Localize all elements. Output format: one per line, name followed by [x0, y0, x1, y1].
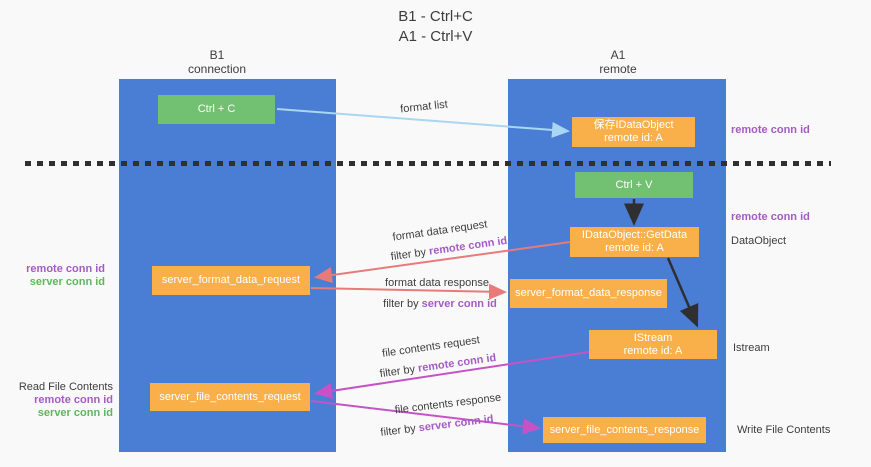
node-server-format-data-response: server_format_data_response [510, 279, 667, 308]
label-server-conn-id-left-bottom: server conn id [37, 407, 113, 419]
node-ctrl-v: Ctrl + V [575, 172, 693, 198]
filter-prefix: filter by [379, 362, 419, 381]
label-remote-conn-id-left-bottom: remote conn id [34, 394, 113, 406]
filter-prefix: filter by [383, 298, 422, 310]
label-conn-ids-left-top: remote conn id server conn id [26, 263, 105, 289]
node-format-request-label: server_format_data_request [161, 274, 301, 286]
label-filter-by-server-conn-id-file: filter by server conn id [380, 413, 494, 439]
title-line-1: B1 - Ctrl+C [398, 8, 473, 25]
label-remote-conn-id-left-top: remote conn id [26, 263, 105, 275]
lane-b1-subtitle: connection [187, 62, 247, 76]
diagram-title: B1 - Ctrl+C A1 - Ctrl+V [0, 7, 871, 47]
node-istream: IStream remote id: A [589, 330, 717, 359]
label-filter-by-server-conn-id-format: filter by server conn id [383, 298, 497, 310]
filter-key-remote-conn-id: remote conn id [417, 351, 497, 375]
node-server-file-contents-request: server_file_contents_request [150, 383, 310, 411]
node-save-idataobject-line1: 保存IDataObject [593, 119, 674, 131]
node-ctrl-c-label: Ctrl + C [197, 103, 236, 115]
filter-key-server-conn-id: server conn id [418, 413, 495, 435]
node-idataobject-getdata: IDataObject::GetData remote id: A [570, 227, 699, 257]
lane-a1-subtitle: remote [599, 62, 637, 76]
label-server-conn-id-left-top: server conn id [29, 276, 105, 288]
label-remote-conn-id-mid-right: remote conn id [731, 211, 810, 223]
node-ctrl-v-label: Ctrl + V [615, 178, 653, 191]
node-server-format-data-request: server_format_data_request [152, 266, 310, 295]
node-istream-line1: IStream [633, 331, 673, 344]
lane-b1-name: B1 [209, 48, 225, 62]
node-getdata-line1: IDataObject::GetData [581, 229, 688, 241]
phase-separator-dashed-line [25, 161, 831, 166]
filter-prefix: filter by [379, 422, 420, 439]
node-istream-line2: remote id: A [623, 344, 683, 357]
node-save-idataobject: 保存IDataObject remote id: A [572, 117, 695, 147]
label-file-contents-response: file contents response [394, 391, 502, 417]
node-file-response-label: server_file_contents_response [549, 423, 700, 436]
label-read-file-contents: Read File Contents [18, 381, 113, 393]
lane-header-a1-remote: A1 remote [538, 48, 698, 76]
label-read-file-contents-block: Read File Contents remote conn id server… [19, 381, 113, 420]
label-istream: Istream [733, 342, 770, 354]
label-write-file-contents: Write File Contents [737, 424, 831, 436]
label-format-list: format list [399, 98, 449, 116]
filter-key-remote-conn-id: remote conn id [428, 234, 508, 258]
node-format-response-label: server_format_data_response [515, 287, 662, 299]
lane-header-b1-connection: B1 connection [137, 48, 297, 76]
lane-a1-name: A1 [610, 48, 626, 62]
label-format-data-response: format data response [385, 277, 489, 289]
label-dataobject: DataObject [731, 235, 787, 247]
node-save-idataobject-line2: remote id: A [604, 132, 663, 144]
node-file-request-label: server_file_contents_request [159, 390, 301, 403]
node-server-file-contents-response: server_file_contents_response [543, 417, 706, 443]
filter-prefix: filter by [390, 245, 430, 264]
filter-key-server-conn-id: server conn id [421, 298, 497, 310]
title-line-2: A1 - Ctrl+V [398, 28, 473, 45]
node-getdata-line2: remote id: A [605, 242, 664, 254]
node-ctrl-c: Ctrl + C [158, 95, 275, 124]
label-remote-conn-id-top-right: remote conn id [731, 124, 810, 136]
